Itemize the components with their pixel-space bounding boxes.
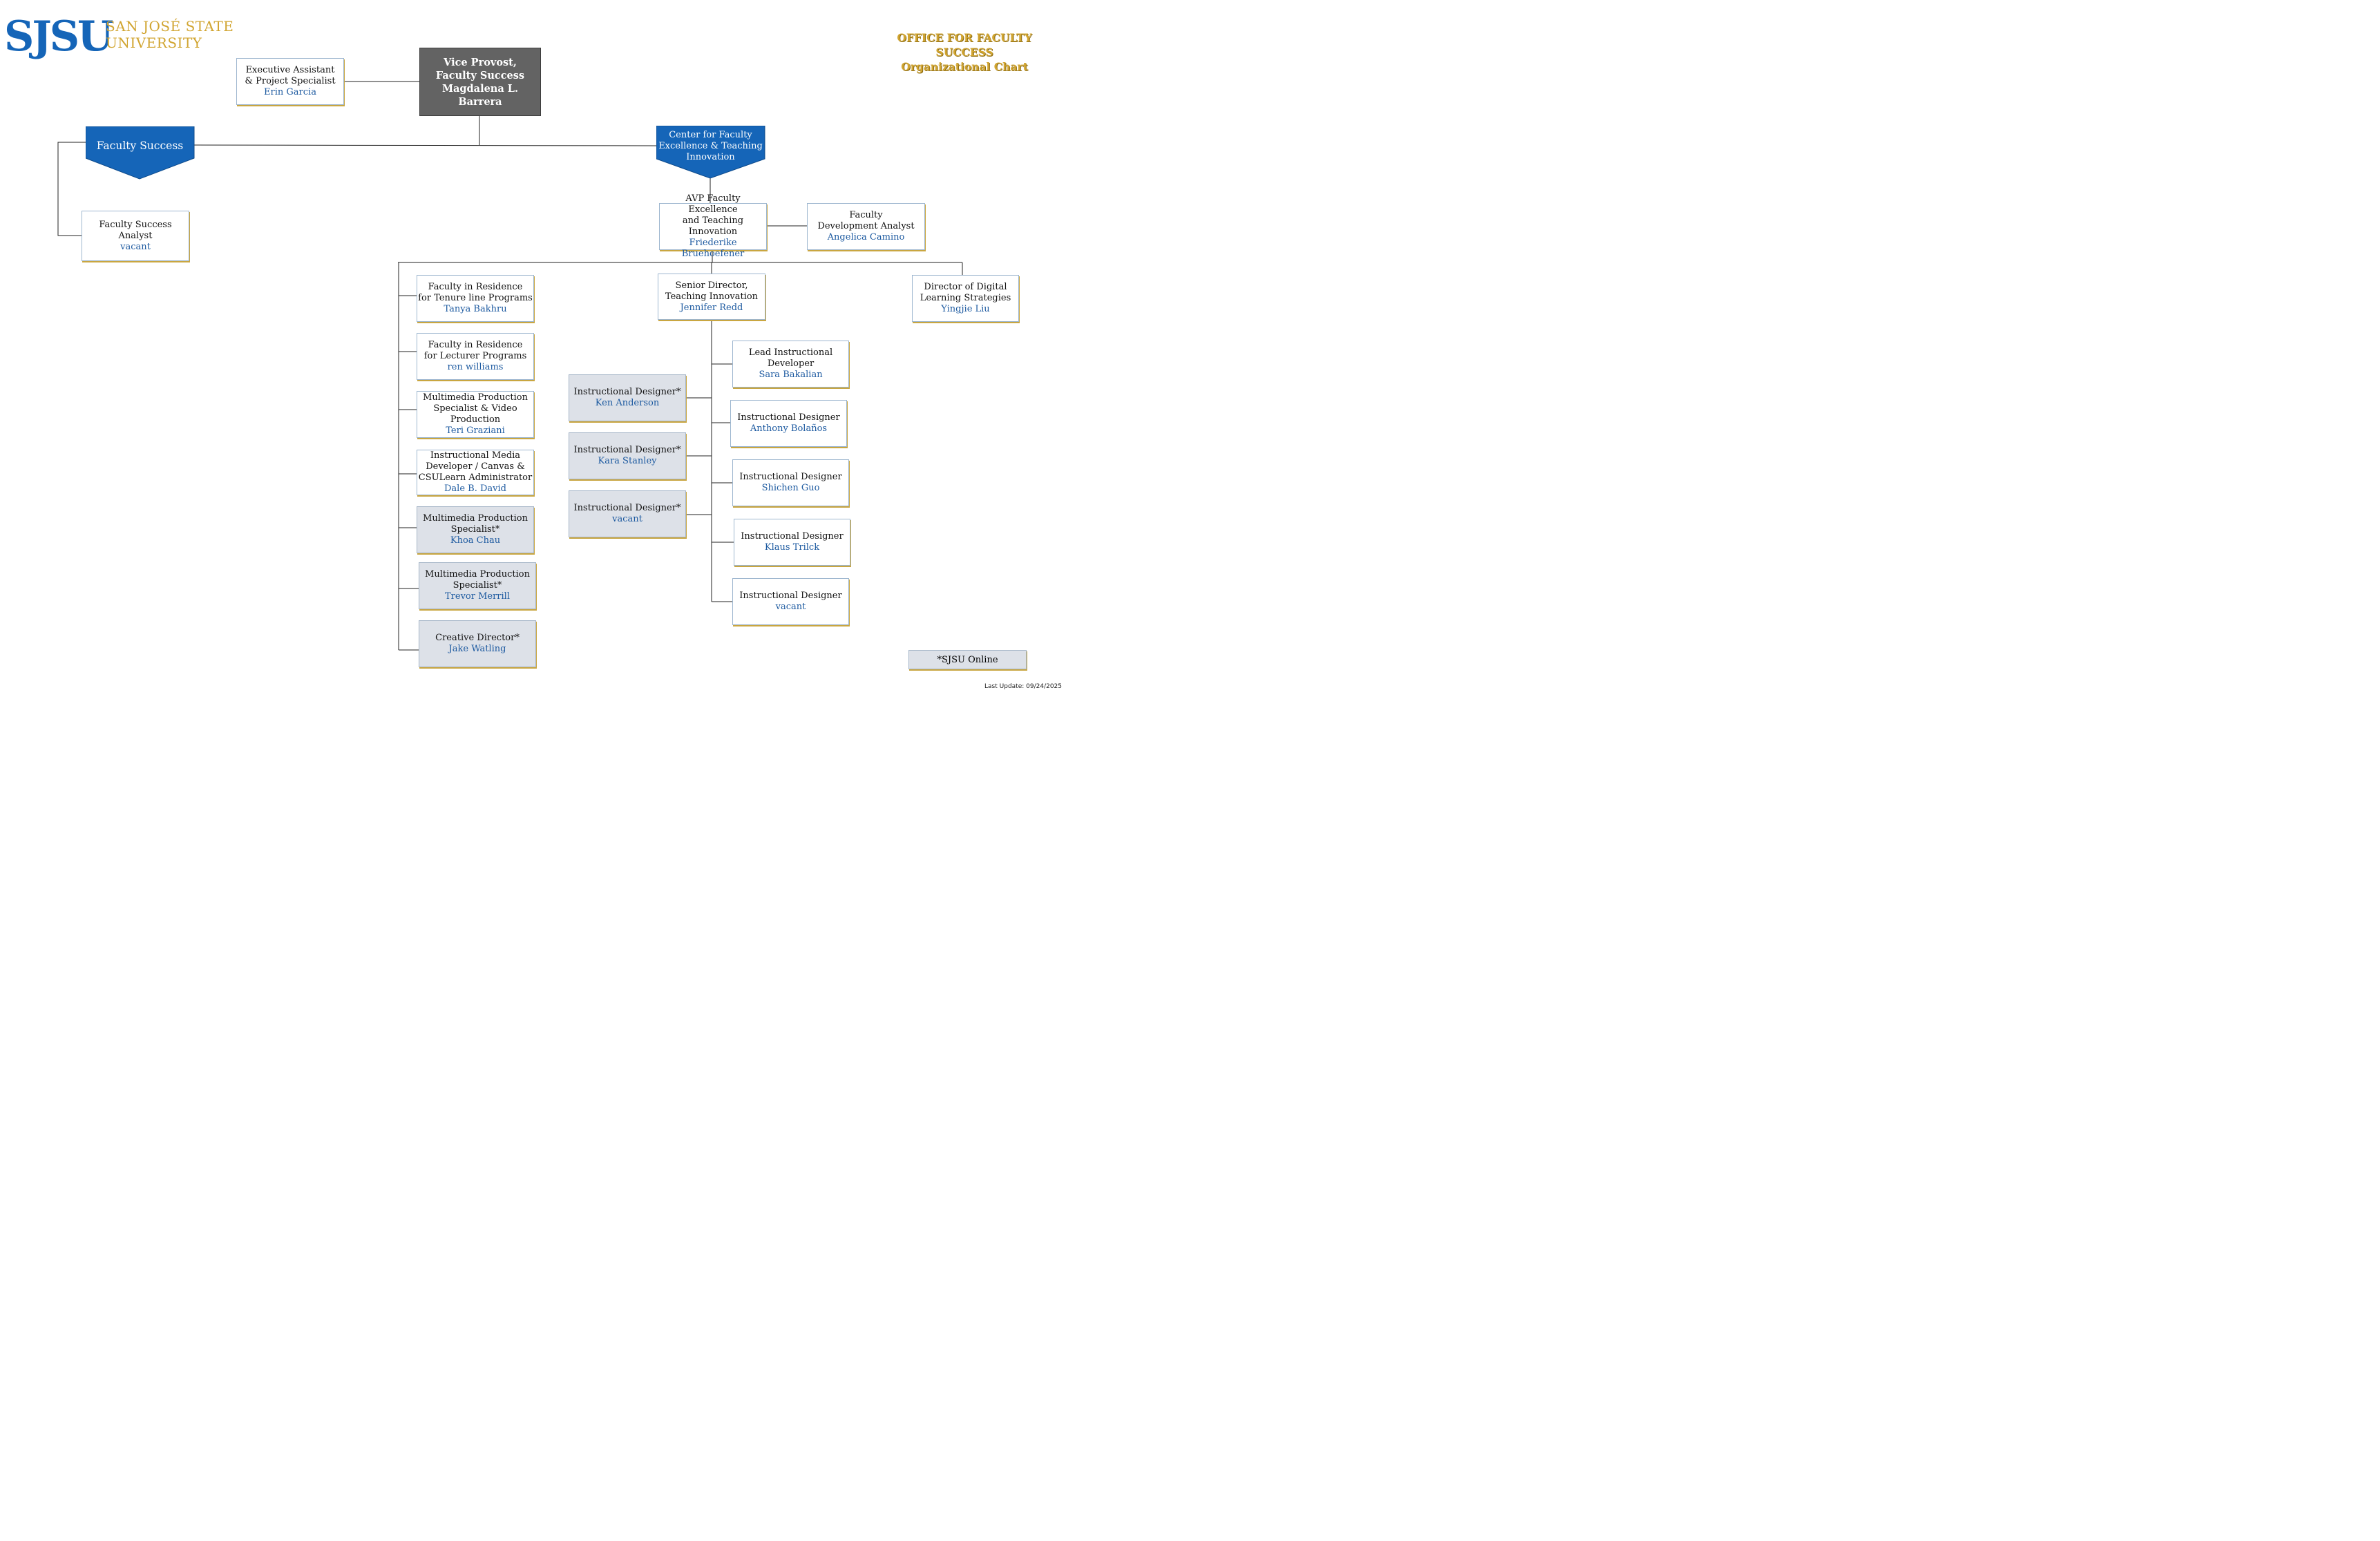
chart-title: OFFICE FOR FACULTY SUCCESS Organizationa…: [876, 30, 1053, 74]
left-col-title1: Instructional Media: [430, 450, 521, 461]
right-designer-title2: Developer: [767, 358, 815, 369]
right-designer-title1: Instructional Designer: [739, 591, 842, 601]
right-designer-box: Instructional Designer Klaus Trilck: [734, 519, 850, 566]
left-col-name: Dale B. David: [444, 484, 506, 494]
online-designer-title: Instructional Designer*: [573, 387, 681, 397]
cftei-banner: Center for Faculty Excellence & Teaching…: [656, 126, 765, 180]
online-designer-name: Ken Anderson: [595, 398, 660, 408]
online-designer-name: Kara Stanley: [598, 456, 657, 466]
fda-box: Faculty Development Analyst Angelica Cam…: [807, 203, 925, 250]
online-designer-box: Instructional Designer* vacant: [569, 490, 686, 537]
last-update: Last Update: 09/24/2025: [984, 683, 1062, 690]
chart-title-line2: Organizational Chart: [901, 60, 1028, 73]
left-col-title1: Creative Director*: [435, 633, 520, 643]
vp-name: Magdalena L. Barrera: [441, 82, 519, 108]
digital-director-title2: Learning Strategies: [920, 293, 1011, 303]
left-col-title3: Production: [450, 414, 501, 425]
left-col-box: Faculty in Residence for Tenure line Pro…: [417, 275, 534, 322]
left-col-title1: Faculty in Residence: [428, 282, 523, 292]
right-designer-box: Instructional Designer Anthony Bolaños: [730, 400, 847, 447]
left-col-name: Tanya Bakhru: [444, 304, 507, 314]
left-col-title1: Faculty in Residence: [428, 340, 523, 350]
right-designer-name: Anthony Bolaños: [750, 423, 828, 434]
right-designer-box: Instructional Designer Shichen Guo: [732, 459, 849, 506]
vp-title1: Vice Provost,: [444, 56, 517, 68]
sjsu-logo: SJSU: [4, 12, 113, 61]
right-designer-name: Shichen Guo: [761, 483, 820, 493]
right-designer-box: Lead Instructional Developer Sara Bakali…: [732, 341, 849, 387]
avp-box: AVP Faculty Excellence and Teaching Inno…: [659, 193, 767, 259]
online-designer-box: Instructional Designer* Kara Stanley: [569, 432, 686, 479]
banner-shape: [656, 126, 765, 179]
online-designer-box: Instructional Designer* Ken Anderson: [569, 374, 686, 421]
left-col-name: Teri Graziani: [446, 425, 505, 436]
senior-director-name: Jennifer Redd: [680, 302, 743, 313]
senior-director-box: Senior Director, Teaching Innovation Jen…: [658, 274, 765, 320]
left-col-box-online: Creative Director* Jake Watling: [419, 620, 536, 667]
university-name: SAN JOSÉ STATE UNIVERSITY: [106, 18, 234, 51]
right-designer-title1: Instructional Designer: [739, 472, 842, 482]
right-designer-box: Instructional Designer vacant: [732, 578, 849, 625]
right-designer-title1: Instructional Designer: [737, 412, 840, 423]
exec-assistant-title1: Executive Assistant: [245, 65, 335, 75]
fda-title1: Faculty: [849, 210, 883, 220]
right-designer-title1: Instructional Designer: [741, 531, 844, 542]
left-col-box: Instructional Media Developer / Canvas &…: [417, 450, 534, 495]
senior-director-title2: Teaching Innovation: [665, 291, 759, 302]
left-col-title2: Specialist*: [453, 580, 502, 591]
left-col-title2: Developer / Canvas &: [426, 461, 525, 472]
vice-provost-box: Vice Provost, Faculty Success Magdalena …: [419, 48, 541, 116]
university-name-line1: SAN JOSÉ STATE: [106, 18, 234, 35]
left-col-box: Faculty in Residence for Lecturer Progra…: [417, 333, 534, 380]
university-name-line2: UNIVERSITY: [106, 35, 202, 51]
chart-title-line1: OFFICE FOR FACULTY SUCCESS: [897, 31, 1032, 59]
digital-director-box: Director of Digital Learning Strategies …: [912, 275, 1019, 322]
avp-name: Friederike Bruehoefener: [681, 238, 745, 259]
digital-director-title1: Director of Digital: [924, 282, 1007, 292]
fs-analyst-title: Faculty Success Analyst: [99, 219, 172, 241]
left-col-title2: Specialist & Video: [433, 403, 517, 414]
left-col-box: Multimedia Production Specialist & Video…: [417, 391, 534, 438]
vp-title2: Faculty Success: [435, 69, 525, 82]
online-designer-title: Instructional Designer*: [573, 445, 681, 455]
right-designer-name: vacant: [775, 602, 806, 612]
left-col-title1: Multimedia Production: [425, 569, 530, 580]
exec-assistant-name: Erin Garcia: [264, 87, 316, 97]
left-col-box-online: Multimedia Production Specialist* Khoa C…: [417, 506, 534, 553]
fs-analyst-box: Faculty Success Analyst vacant: [82, 211, 189, 261]
left-col-name: ren williams: [447, 362, 504, 372]
left-col-name: Jake Watling: [448, 644, 506, 654]
senior-director-title1: Senior Director,: [675, 280, 748, 291]
fda-name: Angelica Camino: [827, 232, 905, 242]
online-designer-title: Instructional Designer*: [573, 503, 681, 513]
avp-title1: AVP Faculty Excellence: [685, 193, 741, 215]
left-col-title1: Multimedia Production: [423, 513, 528, 524]
left-col-title3: CSULearn Administrator: [418, 472, 533, 483]
left-col-box-online: Multimedia Production Specialist* Trevor…: [419, 562, 536, 609]
exec-assistant-box: Executive Assistant & Project Specialist…: [236, 58, 344, 105]
faculty-success-banner: Faculty Success: [86, 126, 195, 180]
avp-title2: and Teaching Innovation: [682, 216, 744, 237]
right-designer-title1: Lead Instructional: [748, 347, 833, 358]
right-designer-name: Klaus Trilck: [764, 542, 820, 553]
exec-assistant-title2: & Project Specialist: [245, 76, 336, 86]
fs-analyst-name: vacant: [120, 241, 151, 252]
left-col-title2: for Tenure line Programs: [418, 293, 533, 303]
cftei-line3: Innovation: [686, 152, 735, 162]
left-col-name: Khoa Chau: [450, 535, 501, 546]
right-designer-name: Sara Bakalian: [759, 370, 823, 380]
left-col-title2: for Lecturer Programs: [423, 351, 527, 361]
left-col-name: Trevor Merrill: [444, 591, 510, 602]
fda-title2: Development Analyst: [817, 221, 915, 231]
sjsu-online-legend: *SJSU Online: [908, 650, 1027, 669]
left-col-title2: Specialist*: [450, 524, 500, 535]
digital-director-name: Yingjie Liu: [941, 304, 990, 314]
faculty-success-label: Faculty Success: [96, 140, 184, 152]
left-col-title1: Multimedia Production: [423, 392, 528, 403]
online-designer-name: vacant: [612, 514, 642, 524]
org-connector-lines: [57, 81, 963, 651]
cftei-line2: Excellence & Teaching: [658, 141, 763, 151]
banner-shape: [86, 126, 195, 180]
cftei-line1: Center for Faculty: [669, 130, 752, 140]
